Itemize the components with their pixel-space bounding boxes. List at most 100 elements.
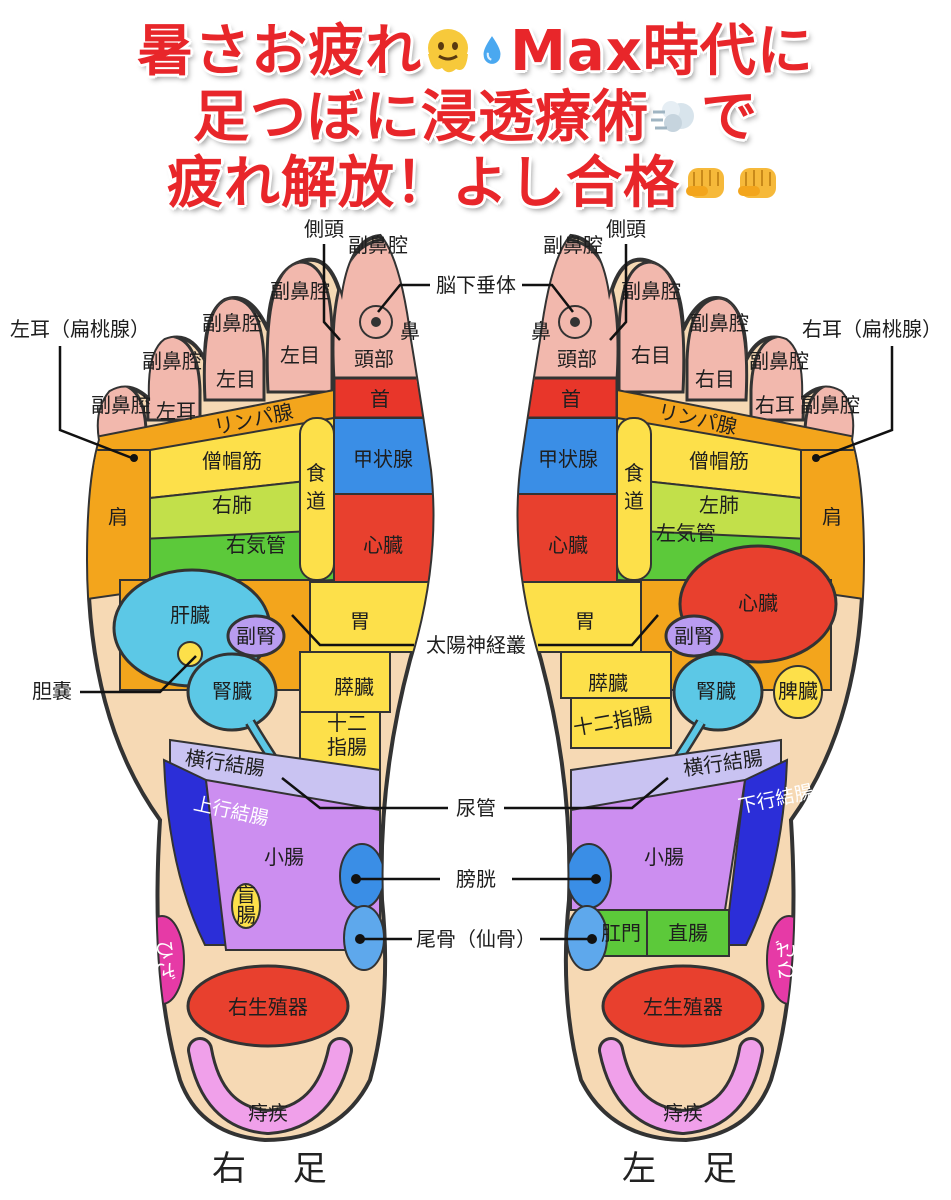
coccyx-dot-left xyxy=(587,934,597,944)
right-liver-label: 肝臓 xyxy=(170,603,210,627)
right-heart-label: 心臓 xyxy=(363,533,403,557)
solar-plexus-leader-left xyxy=(538,614,659,647)
right-sinus-label-4: 副鼻腔 xyxy=(142,349,202,373)
right-ear-label: 左耳（扁桃腺） xyxy=(10,317,150,341)
headline-text-2b: で xyxy=(701,85,758,150)
right-bladder-zone xyxy=(339,843,385,909)
coccyx-label: 尾骨（仙骨） xyxy=(416,927,536,951)
right-appendix-label-b: 腸 xyxy=(236,903,256,927)
solar-plexus-leader-right xyxy=(291,614,414,647)
right-gallbladder-label: 胆嚢 xyxy=(32,679,72,703)
left-pancreas-zone xyxy=(560,651,672,699)
left-kidney-label: 腎臓 xyxy=(696,679,736,703)
right-sinus-label-1: 副鼻腔 xyxy=(348,233,408,257)
right-temporal-label: 側頭 xyxy=(304,217,344,241)
left-eye-label-2: 右目 xyxy=(695,367,735,391)
left-eye-label-1: 右目 xyxy=(631,343,671,367)
pituitary-leader-right xyxy=(377,283,430,313)
droplet-icon xyxy=(483,36,501,64)
right-foot: 副鼻腔 副鼻腔 副鼻腔 副鼻腔 副鼻腔 鼻 頭部 首 左目 左目 左耳 リンパ腺… xyxy=(10,217,435,1189)
headline-line-3: 疲れ解放！よし合格 xyxy=(0,138,951,219)
right-nose-label: 鼻 xyxy=(400,319,420,343)
bladder-label: 膀胱 xyxy=(456,867,496,891)
left-duodenum-zone xyxy=(570,697,672,749)
right-appendix-zone xyxy=(231,883,261,929)
right-appendix-label-a: 盲 xyxy=(236,883,256,907)
left-adrenal-label: 副腎 xyxy=(674,624,714,648)
fist-icon xyxy=(686,168,724,198)
right-knee-label: ひざ xyxy=(153,940,177,980)
right-temporal-leader xyxy=(322,244,341,341)
right-stomach-label: 胃 xyxy=(350,609,370,633)
right-sinus-label-2: 副鼻腔 xyxy=(270,279,330,303)
right-eye-label-1: 左目 xyxy=(280,343,320,367)
left-genitals-label: 左生殖器 xyxy=(643,995,723,1019)
ureter-leader-left xyxy=(504,777,669,810)
right-ear-zone-label: 左耳 xyxy=(156,399,196,423)
headline-text-2a: 足つぼに浸透療術 xyxy=(193,85,649,150)
left-knee-label: ひざ xyxy=(774,940,798,980)
right-pituitary-dot xyxy=(371,317,381,327)
left-pancreas-label: 膵臓 xyxy=(588,671,628,695)
left-esophagus-label-b: 道 xyxy=(624,489,644,513)
left-ear-zone-label: 右耳 xyxy=(755,393,795,417)
left-pituitary-spot xyxy=(558,305,592,339)
right-shoulder-label: 肩 xyxy=(108,505,128,529)
right-foot-name: 右 足 xyxy=(212,1149,345,1189)
right-bronchus-label: 右気管 xyxy=(226,533,286,557)
right-gallbladder-zone xyxy=(177,641,203,667)
left-sinus-label-5: 副鼻腔 xyxy=(800,393,860,417)
left-trapezius-label: 僧帽筋 xyxy=(689,449,749,473)
right-lung-label: 右肺 xyxy=(212,493,252,517)
left-temporal-label: 側頭 xyxy=(606,217,646,241)
right-ear-leader xyxy=(58,346,133,460)
right-kidney-label: 腎臓 xyxy=(212,679,252,703)
pituitary-leader-left xyxy=(522,283,574,313)
left-rectum-zone xyxy=(646,909,730,957)
left-hemorrhoids-label: 痔疾 xyxy=(663,1101,703,1125)
left-bronchus-label: 左気管 xyxy=(656,521,716,545)
left-spleen-zone xyxy=(773,665,823,719)
left-shoulder-label: 肩 xyxy=(822,505,842,529)
left-lung-label: 左肺 xyxy=(699,493,739,517)
headline-line-2: 足つぼに浸透療術で xyxy=(0,72,951,153)
right-neck-label: 首 xyxy=(370,387,390,411)
left-anus-label: 肛門 xyxy=(601,921,641,945)
center-callouts: 脳下垂体 太陽神経叢 尿管 膀胱 尾骨（仙骨） xyxy=(281,273,669,951)
right-head-label: 頭部 xyxy=(354,347,394,371)
pituitary-label: 脳下垂体 xyxy=(436,273,516,297)
left-stomach-zone xyxy=(520,581,642,653)
right-sinus-label-3: 副鼻腔 xyxy=(202,311,262,335)
left-temporal-leader xyxy=(609,244,628,341)
right-genitals-zone xyxy=(186,964,350,1048)
left-sinus-label-2: 副鼻腔 xyxy=(621,279,681,303)
headline-text-1a: 暑さお疲れ xyxy=(137,19,423,84)
right-trapezius-label: 僧帽筋 xyxy=(202,449,262,473)
left-descending-colon-zone xyxy=(723,758,789,946)
left-neck-label: 首 xyxy=(561,387,581,411)
right-pituitary-spot xyxy=(359,305,393,339)
dash-icon xyxy=(651,101,694,132)
right-thyroid-zone xyxy=(333,417,433,495)
left-nose-label: 鼻 xyxy=(531,319,551,343)
left-foot-name: 左 足 xyxy=(622,1149,755,1189)
left-bladder-zone xyxy=(566,843,612,909)
right-duodenum-label-a: 十二 xyxy=(327,711,367,735)
left-rectum-label: 直腸 xyxy=(668,921,708,945)
right-gallbladder-leader xyxy=(80,655,197,694)
melting-face-icon xyxy=(428,29,469,73)
right-ascending-colon-zone xyxy=(162,758,228,946)
left-small-intestine-label: 小腸 xyxy=(644,845,684,869)
left-foot: 副鼻腔 副鼻腔 副鼻腔 副鼻腔 副鼻腔 鼻 頭部 首 右目 右目 右耳 リンパ腺… xyxy=(516,217,942,1189)
left-heart-label: 心臓 xyxy=(738,591,778,615)
right-adrenal-label: 副腎 xyxy=(236,624,276,648)
right-eye-label-2: 左目 xyxy=(216,367,256,391)
right-sinus-label-5: 副鼻腔 xyxy=(91,393,151,417)
right-adrenal-zone xyxy=(226,614,286,658)
left-heart-zone-small xyxy=(518,493,618,583)
right-ear-dot xyxy=(130,454,138,462)
ureter-label: 尿管 xyxy=(456,796,496,820)
left-sinus-label-1: 副鼻腔 xyxy=(543,233,603,257)
